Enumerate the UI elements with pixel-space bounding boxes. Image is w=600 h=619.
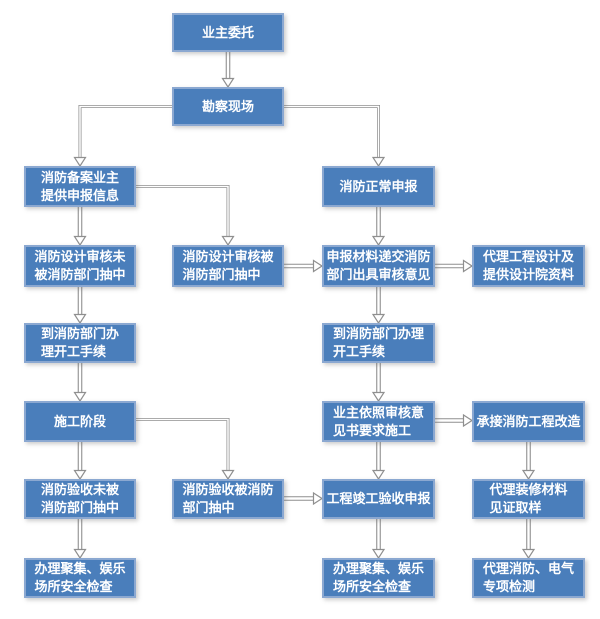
- arrow-start-left-to-construction: [73, 363, 87, 403]
- arrow-submit-to-start-right: [371, 287, 386, 325]
- node-filing-info: 消防备案业主 提供申报信息: [24, 166, 136, 207]
- node-special-testing: 代理消防、电气 专项检测: [472, 558, 585, 598]
- arrow-construct-review-to-undertake: [435, 413, 474, 428]
- node-agent-design: 代理工程设计及 提供设计院资料: [472, 245, 585, 287]
- node-submit-materials: 申报材料递交消防 部门出具审核意见: [322, 245, 435, 287]
- arrow-material-sampling-to-special-testing: [521, 519, 536, 560]
- arrow-acceptance-selected-to-completion: [284, 491, 324, 506]
- arrow-acceptance-not-selected-to-safety-left: [73, 519, 87, 560]
- node-construct-per-review: 业主依照审核意 见书要求施工: [322, 401, 435, 442]
- arrow-filing-to-design-not-selected: [73, 207, 87, 247]
- arrow-construction-to-acceptance-not-selected: [73, 442, 87, 481]
- arrow-entrust-to-survey: [221, 52, 235, 89]
- connector-survey-to-normal-declare: [283, 105, 386, 168]
- node-owner-entrust: 业主委托: [172, 13, 284, 52]
- arrow-design-selected-to-submit: [284, 259, 324, 273]
- node-safety-check-left: 办理聚集、娱乐 场所安全检查: [24, 558, 136, 598]
- node-safety-check-right: 办理聚集、娱乐 场所安全检查: [322, 558, 435, 598]
- connector-filing-to-design-selected: [136, 185, 235, 247]
- node-acceptance-not-selected: 消防验收未被 消防部门抽中: [24, 479, 136, 519]
- node-start-formalities-left: 到消防部门办 理开工手续: [24, 323, 136, 363]
- node-construction-stage: 施工阶段: [24, 401, 136, 442]
- node-design-selected: 消防设计审核被 消防部门抽中: [172, 245, 284, 287]
- node-undertake-renovation: 承接消防工程改造: [472, 401, 585, 442]
- connector-survey-to-filing: [73, 105, 172, 168]
- node-design-not-selected: 消防设计审核未 被消防部门抽中: [24, 245, 136, 287]
- arrow-completion-to-safety-right: [371, 519, 386, 560]
- node-normal-declare: 消防正常申报: [322, 166, 435, 207]
- arrow-start-right-to-construct-review: [371, 363, 386, 403]
- arrow-undertake-to-material-sampling: [521, 442, 536, 481]
- arrow-normal-to-submit: [371, 207, 386, 247]
- node-acceptance-selected: 消防验收被消防 部门抽中: [172, 479, 284, 519]
- node-material-sampling: 代理装修材料 见证取样: [472, 479, 585, 519]
- node-site-survey: 勘察现场: [172, 87, 284, 126]
- arrow-construct-review-to-completion: [371, 442, 386, 481]
- node-completion-declare: 工程竣工验收申报: [322, 479, 435, 519]
- connector-construction-to-acceptance-selected: [136, 418, 235, 481]
- node-start-formalities-right: 到消防部门办理 开工手续: [322, 323, 435, 363]
- arrow-design-not-selected-to-start-left: [73, 287, 87, 325]
- arrow-submit-to-agent-design: [435, 259, 474, 273]
